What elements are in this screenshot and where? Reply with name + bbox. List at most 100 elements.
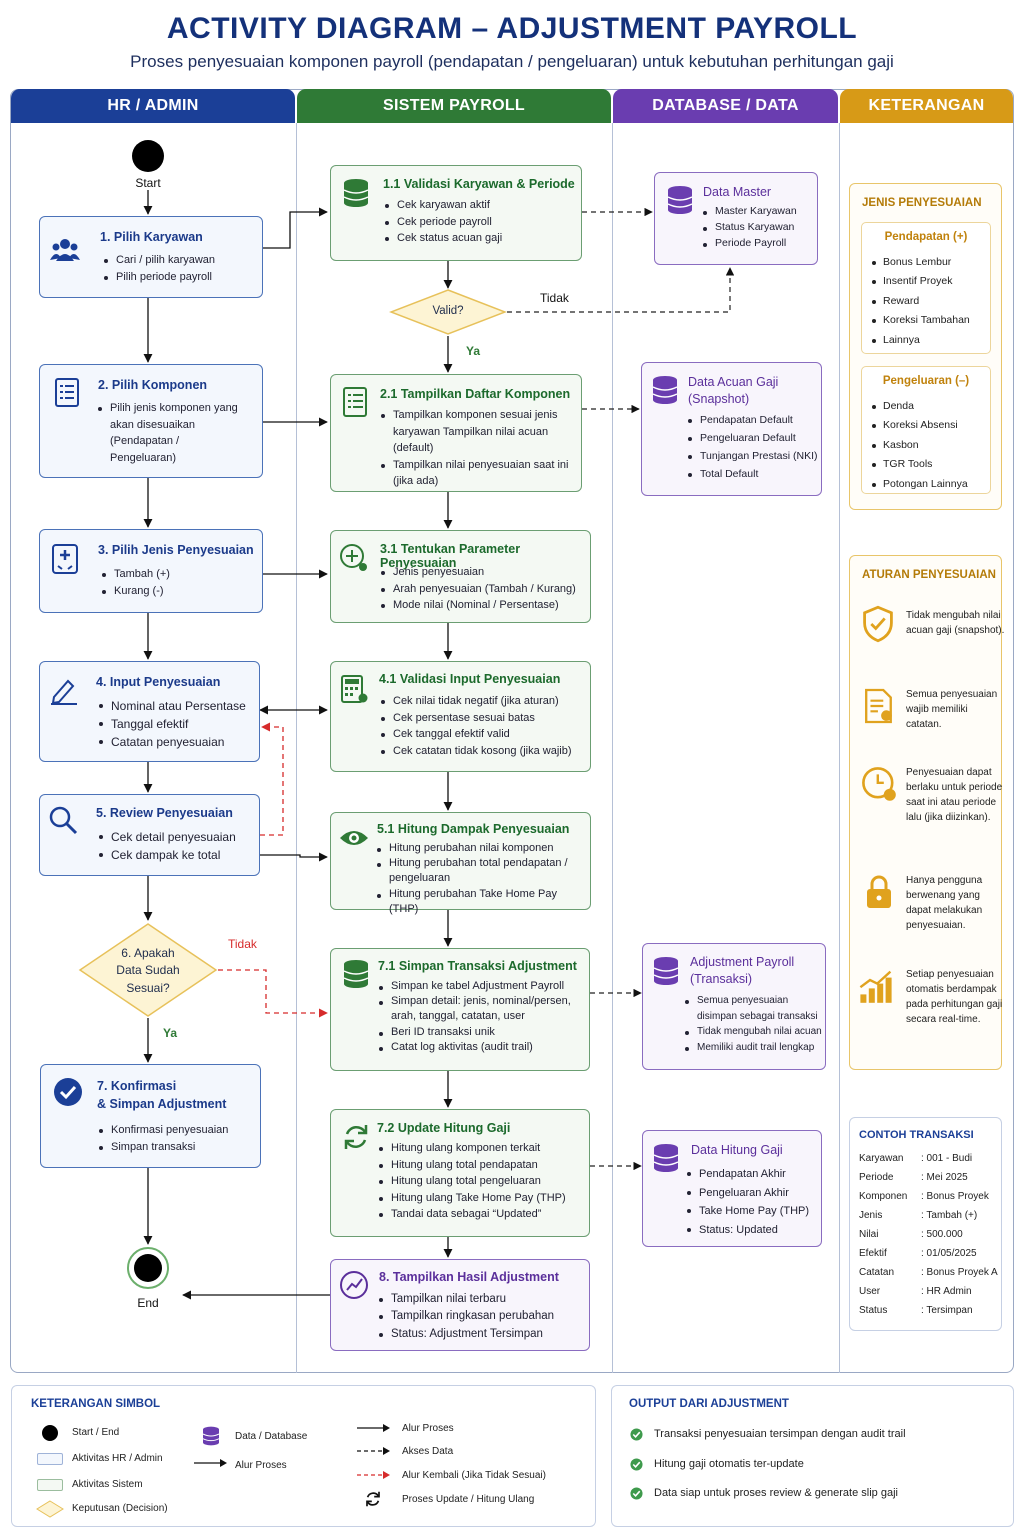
contoh-row: Periode: Mei 2025: [859, 1172, 998, 1191]
sys-step-item: Cek tanggal efektif valid: [381, 726, 572, 743]
db-item: Tunjangan Prestasi (NKI): [688, 448, 818, 466]
sys-step-title: 2.1 Tampilkan Daftar Komponen: [380, 387, 571, 401]
chart-icon: [340, 1271, 368, 1299]
hr-step-pilih-komponen: 2. Pilih Komponen Pilih jenis komponen y…: [39, 364, 263, 478]
sys-step-item: Tampilkan ringkasan perubahan: [379, 1308, 554, 1325]
database-icon: [343, 960, 369, 988]
hr-step-title: 1. Pilih Karyawan: [100, 230, 203, 244]
db-item: Status Karyawan: [703, 220, 797, 236]
database-icon: [343, 179, 369, 207]
database-icon: [653, 957, 679, 985]
contoh-key: Jenis: [859, 1210, 883, 1221]
sys-step-validasi-karyawan: 1.1 Validasi Karyawan & Periode Cek kary…: [330, 165, 582, 261]
sys-step-item: Simpan detail: jenis, nominal/persen, ar…: [379, 994, 583, 1024]
jenis-item: Kasbon: [872, 436, 968, 455]
contoh-row: Catatan: Bonus Proyek A: [859, 1267, 998, 1286]
decision-label: 6. Apakah Data Sudah Sesuai?: [78, 945, 218, 997]
output-item: Transaksi penyesuaian tersimpan dengan a…: [654, 1428, 906, 1440]
db-item: Pendapatan Default: [688, 412, 818, 430]
hr-step-item: Tambah (+): [102, 566, 170, 583]
legend-label: Keputusan (Decision): [72, 1503, 168, 1514]
hr-step-item: Nominal atau Persentase: [99, 697, 246, 715]
lane-header-hr: HR / ADMIN: [11, 89, 295, 123]
check-circle-icon: [54, 1078, 82, 1106]
plus-minus-icon: [52, 544, 78, 574]
legend-label: Alur Proses: [402, 1423, 454, 1434]
jenis-item: Reward: [872, 292, 970, 311]
db-data-acuan-gaji: Data Acuan Gaji (Snapshot) Pendapatan De…: [641, 362, 822, 496]
hr-step-title: 4. Input Penyesuaian: [96, 675, 221, 689]
contoh-key: User: [859, 1286, 881, 1297]
db-title: Data Master: [703, 185, 772, 199]
check-icon: [630, 1428, 643, 1441]
contoh-key: Periode: [859, 1172, 894, 1183]
legend-label: Aktivitas Sistem: [72, 1479, 143, 1490]
legend-label: Alur Kembali (Jika Tidak Sesuai): [402, 1470, 546, 1481]
start-node: [132, 140, 164, 172]
db-data-master: Data Master Master Karyawan Status Karya…: [654, 172, 818, 265]
database-icon: [653, 1144, 679, 1172]
sys-step-item: Tandai data sebagai “Updated”: [379, 1206, 566, 1223]
contoh-row: Efektif: 01/05/2025: [859, 1248, 998, 1267]
contoh-value: : 001 - Budi: [921, 1153, 973, 1164]
lane-divider: [612, 123, 613, 1373]
jenis-item: TGR Tools: [872, 455, 968, 474]
growth-chart-icon: [859, 970, 892, 1003]
calculator-icon: [341, 675, 368, 703]
subpanel-title: Pengeluaran (–): [882, 375, 970, 387]
sys-step-item: Cek persentase sesuai batas: [381, 710, 572, 727]
sys-step-update-hitung-gaji: 7.2 Update Hitung Gaji Hitung ulang komp…: [330, 1109, 590, 1237]
panel-title: ATURAN PENYESUAIAN: [862, 569, 996, 581]
db-title-line: Adjustment Payroll: [690, 955, 795, 969]
check-icon: [630, 1458, 643, 1471]
decision-no-label: Tidak: [228, 937, 257, 951]
rule-text: Hanya pengguna berwenang yang dapat mela…: [906, 875, 983, 931]
jenis-penyesuaian-panel: JENIS PENYESUAIAN Pendapatan (+) Bonus L…: [849, 183, 1002, 510]
contoh-row: Karyawan: 001 - Budi: [859, 1153, 998, 1172]
hr-step-title-line: & Simpan Adjustment: [97, 1096, 227, 1111]
sys-step-tentukan-parameter: 3.1 Tentukan Parameter Penyesuaian Jenis…: [330, 530, 591, 623]
legend-label: Akses Data: [402, 1446, 454, 1457]
contoh-value: : HR Admin: [921, 1286, 972, 1297]
lane-header-sys: SISTEM PAYROLL: [297, 89, 611, 123]
refresh-icon: [344, 1125, 368, 1149]
jenis-item: Insentif Proyek: [872, 272, 970, 291]
hr-step-title: 7. Konfirmasi & Simpan Adjustment: [97, 1078, 226, 1113]
sys-step-item: Cek nilai tidak negatif (jika aturan): [381, 693, 572, 710]
document-gear-icon: [865, 688, 892, 724]
hr-step-pilih-jenis-penyesuaian: 3. Pilih Jenis Penyesuaian Tambah (+) Ku…: [39, 529, 263, 613]
lane-divider: [839, 123, 840, 1373]
legend-start-end-symbol: [42, 1425, 58, 1441]
contoh-rows: Karyawan: 001 - Budi Periode: Mei 2025 K…: [859, 1153, 998, 1324]
sys-step-item: Jenis penyesuaian: [381, 564, 576, 581]
hr-step-title: 5. Review Penyesuaian: [96, 806, 233, 820]
jenis-item: Bonus Lembur: [872, 253, 970, 272]
decision-valid-no: Tidak: [540, 291, 569, 305]
sys-step-item: Hitung ulang total pengeluaran: [379, 1173, 566, 1190]
db-title-line: (Snapshot): [688, 391, 750, 406]
hr-step-title-line: 7. Konfirmasi: [97, 1079, 177, 1093]
legend-panel: KETERANGAN SIMBOL Start / End Aktivitas …: [11, 1385, 596, 1527]
jenis-item: Koreksi Absensi: [872, 416, 968, 435]
jenis-item: Koreksi Tambahan: [872, 311, 970, 330]
db-title: Data Acuan Gaji (Snapshot): [688, 374, 778, 408]
contoh-row: Nilai: 500.000: [859, 1229, 998, 1248]
panel-title: CONTOH TRANSAKSI: [859, 1129, 974, 1141]
sys-step-item: Hitung ulang total pendapatan: [379, 1157, 566, 1174]
sys-step-item: Hitung perubahan Take Home Pay (THP): [377, 887, 587, 917]
hr-step-item: Tanggal efektif: [99, 715, 246, 733]
contoh-row: User : HR Admin: [859, 1286, 998, 1305]
end-node: [127, 1247, 169, 1289]
sys-step-item: Hitung perubahan nilai komponen: [377, 841, 587, 856]
hr-step-konfirmasi-simpan: 7. Konfirmasi & Simpan Adjustment Konfir…: [40, 1064, 261, 1168]
legend-sys-symbol: [37, 1479, 63, 1491]
sys-step-title: 3.1 Tentukan Parameter Penyesuaian: [380, 542, 521, 570]
check-icon: [630, 1487, 643, 1500]
legend-label: Data / Database: [235, 1431, 308, 1442]
clock-gear-icon: [862, 767, 896, 801]
page-title: ACTIVITY DIAGRAM – ADJUSTMENT PAYROLL: [166, 12, 858, 45]
sys-step-item: Beri ID transaksi unik: [379, 1025, 583, 1040]
refresh-icon: [366, 1491, 380, 1507]
legend-label: Proses Update / Hitung Ulang: [402, 1494, 535, 1505]
